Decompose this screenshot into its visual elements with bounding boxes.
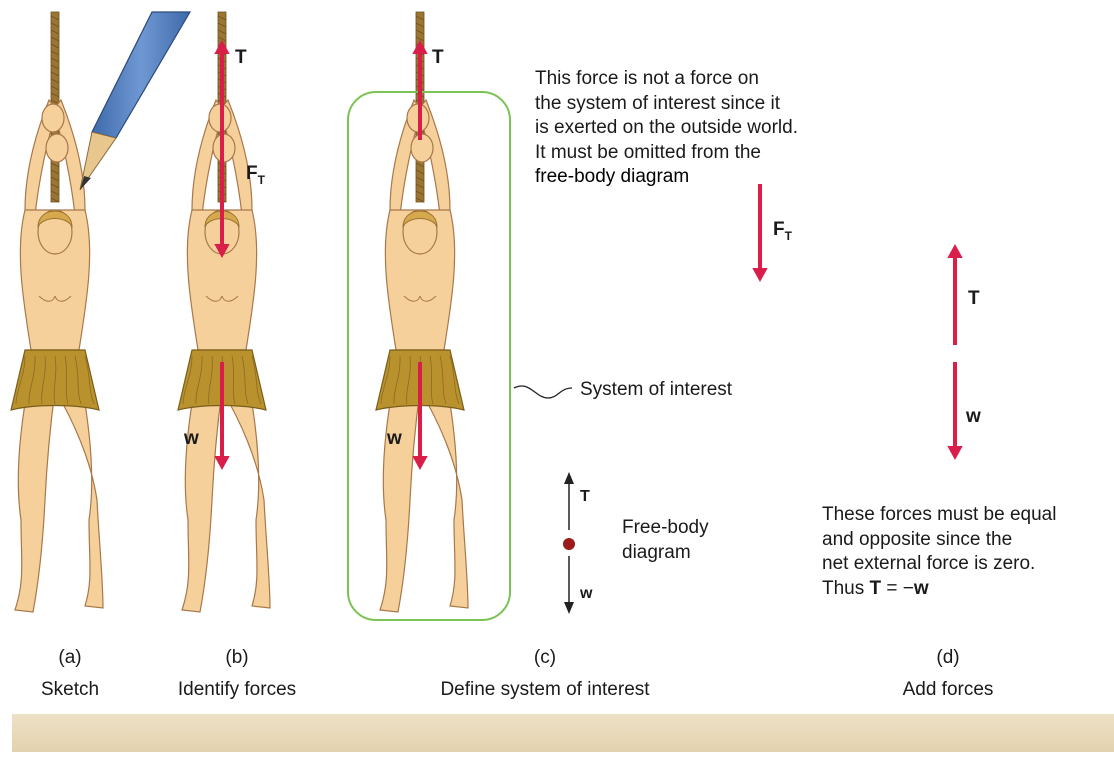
panel-d-letter: (d): [918, 647, 978, 669]
pencil-icon: [80, 12, 190, 190]
fbd-weight-head: [564, 602, 574, 614]
free-body-point: [563, 538, 575, 550]
tension-arrow-b-head: [214, 40, 229, 54]
tension-arrow-d-head: [947, 244, 962, 258]
panel-b-caption: Identify forces: [147, 679, 327, 701]
rope-force-label-isolated: FT: [773, 218, 792, 248]
note-line: This force is not a force on: [535, 67, 798, 92]
weight-arrow-c-head: [412, 456, 427, 470]
footer-band: [12, 714, 1114, 752]
note-line: net external force is zero.: [822, 552, 1056, 577]
tension-label-fbd: T: [580, 485, 590, 509]
fbd-line: Free-body: [622, 516, 709, 541]
omitted-force-note: This force is not a force on the system …: [535, 67, 798, 190]
hand: [42, 104, 64, 132]
note-line: These forces must be equal: [822, 503, 1056, 528]
weight-arrow-b-head: [214, 456, 229, 470]
tension-label-d: T: [968, 287, 980, 311]
panel-a-letter: (a): [40, 647, 100, 669]
weight-label-d: w: [966, 405, 981, 429]
note-line: the system of interest since it: [535, 92, 798, 117]
tension-label-c: T: [432, 46, 444, 70]
weight-label-b: w: [184, 427, 199, 451]
note-line: and opposite since the: [822, 528, 1056, 553]
equal-opposite-note: These forces must be equal and opposite …: [822, 503, 1056, 601]
rope-force-arrow-isolated-head: [752, 268, 767, 282]
panel-b-letter: (b): [207, 647, 267, 669]
hand: [46, 134, 68, 162]
note-line: free-body diagram: [535, 165, 798, 190]
fbd-tension-head: [564, 472, 574, 484]
rope-force-label-b: FT: [246, 162, 265, 192]
weight-label-fbd: w: [580, 582, 592, 606]
climber-figure-a: [11, 12, 103, 612]
tension-arrow-c-head: [412, 40, 427, 54]
tension-label-b: T: [235, 46, 247, 70]
note-line: is exerted on the outside world.: [535, 116, 798, 141]
system-of-interest-leader: [514, 386, 572, 398]
weight-label-c: w: [387, 427, 402, 451]
pencil-body: [92, 12, 190, 138]
panel-c-letter: (c): [515, 647, 575, 669]
free-body-diagram-label: Free-body diagram: [622, 516, 709, 565]
conclusion-line: Thus T = −w: [822, 577, 1056, 602]
weight-arrow-d-head: [947, 446, 962, 460]
panel-a-caption: Sketch: [10, 679, 130, 701]
system-of-interest-label: System of interest: [580, 378, 732, 402]
climber-figures: [11, 12, 468, 612]
panel-d-caption: Add forces: [868, 679, 1028, 701]
note-line: It must be omitted from the: [535, 141, 798, 166]
fbd-line: diagram: [622, 541, 709, 566]
panel-c-caption: Define system of interest: [395, 679, 695, 701]
